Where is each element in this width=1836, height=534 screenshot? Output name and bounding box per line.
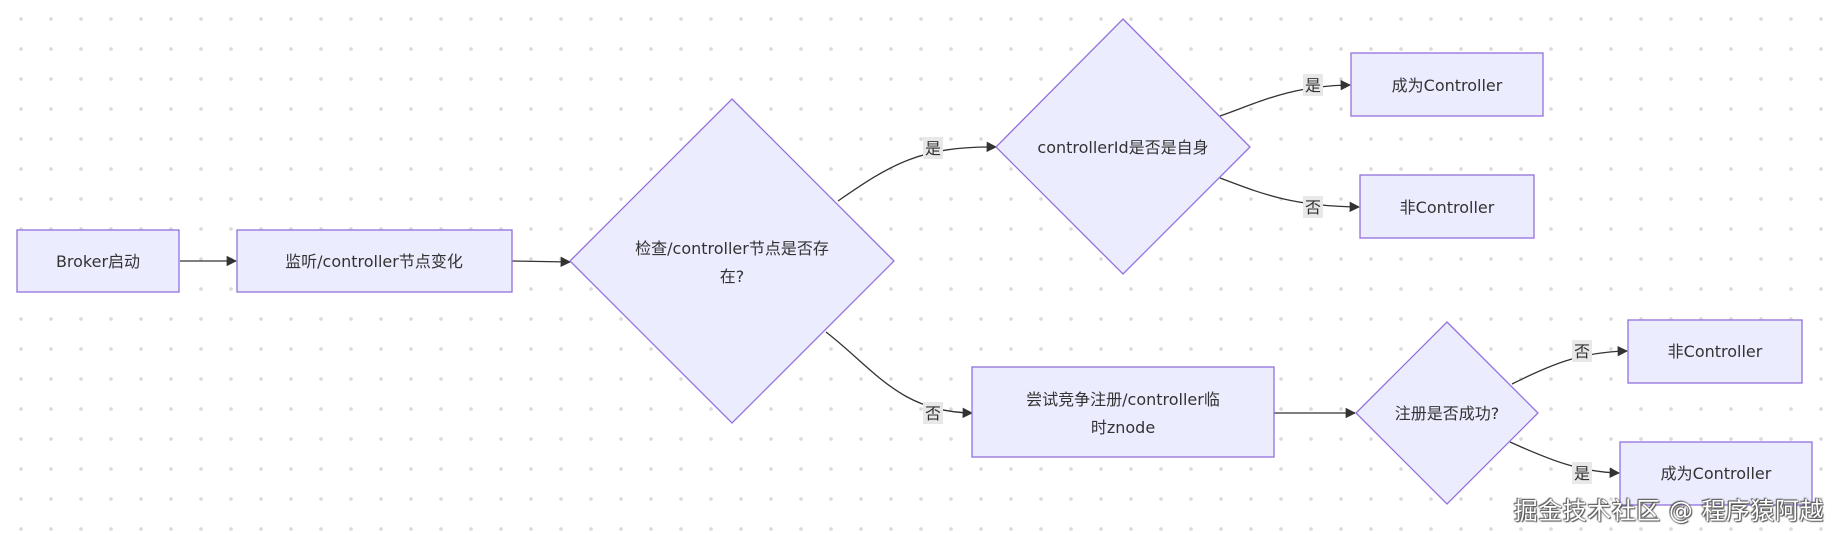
- node-register-ok: 注册是否成功?: [1355, 321, 1539, 505]
- edge-label-no-not-ctrl-2: 否: [1574, 342, 1590, 361]
- node-not-controller-1-label: 非Controller: [1400, 198, 1495, 217]
- node-check-exists-label-1: 检查/controller节点是否存: [635, 239, 829, 258]
- node-not-controller-2: 非Controller: [1627, 319, 1803, 384]
- edge-ok-to-not: [1511, 346, 1629, 385]
- node-not-controller-2-label: 非Controller: [1668, 342, 1763, 361]
- node-register-ok-label: 注册是否成功?: [1395, 404, 1500, 423]
- watermark: 掘金技术社区 @ 程序猿阿越: [1513, 497, 1824, 525]
- node-become-controller-2-label: 成为Controller: [1661, 464, 1772, 483]
- edge-is-self-to-become: [1219, 79, 1352, 117]
- edge-label-yes-become-2: 是: [1574, 464, 1590, 483]
- edge-label-no-not-ctrl-1: 否: [1305, 198, 1321, 217]
- edge-check-to-is-self: [837, 141, 998, 202]
- node-listen: 监听/controller节点变化: [236, 229, 513, 293]
- node-become-controller-1: 成为Controller: [1350, 52, 1544, 117]
- node-become-controller-1-label: 成为Controller: [1392, 76, 1503, 95]
- node-listen-label: 监听/controller节点变化: [285, 252, 463, 271]
- node-is-self-label: controllerId是否是自身: [1037, 138, 1208, 157]
- edge-ok-to-become: [1509, 441, 1621, 478]
- node-not-controller-1: 非Controller: [1359, 174, 1535, 239]
- edge-label-no-register: 否: [925, 404, 941, 423]
- edge-check-to-register: [825, 331, 974, 419]
- node-try-register-label-2: 时znode: [1091, 418, 1155, 437]
- node-check-exists-label-2: 在?: [720, 267, 745, 286]
- edge-listen-to-check: [511, 256, 572, 268]
- edge-label-yes-is-self: 是: [925, 139, 941, 158]
- node-try-register-label-1: 尝试竞争注册/controller临: [1026, 390, 1220, 409]
- node-try-register: 尝试竞争注册/controller临 时znode: [971, 366, 1275, 458]
- edges: [180, 79, 1629, 478]
- edge-is-self-to-not: [1219, 177, 1361, 213]
- node-is-self: controllerId是否是自身: [995, 18, 1251, 275]
- edge-labels: 是 否 是 否 否 是: [923, 74, 1592, 484]
- node-check-exists: 检查/controller节点是否存 在?: [569, 98, 895, 424]
- edge-label-yes-become-1: 是: [1305, 76, 1321, 95]
- node-broker-start: Broker启动: [16, 229, 180, 293]
- node-broker-start-label: Broker启动: [56, 252, 140, 271]
- node-become-controller-2: 成为Controller: [1619, 441, 1813, 506]
